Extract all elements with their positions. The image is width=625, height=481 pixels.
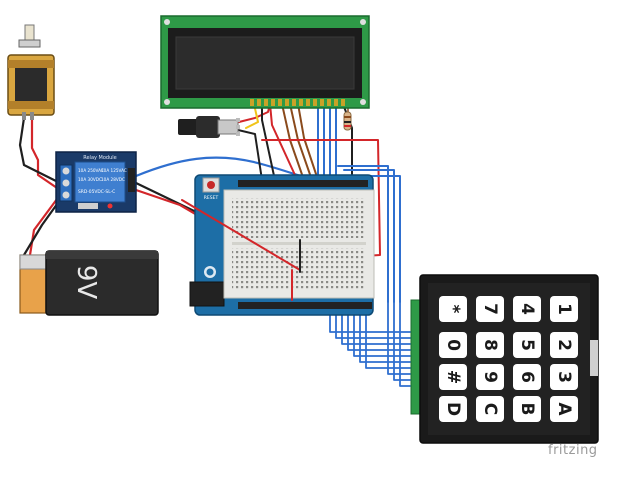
keypad-key-label: * <box>443 305 463 314</box>
keypad-key-label: 4 <box>517 303 537 315</box>
wires-over-board <box>181 199 301 301</box>
keypad-key-label: 9 <box>480 371 500 383</box>
keypad-key-label: C <box>480 403 500 415</box>
keypad-key <box>476 364 504 390</box>
keypad-key <box>513 332 541 358</box>
wire-relay-battery-black <box>22 198 62 257</box>
keypad-keys: 1 2 3A 4 5 6B 7 8 9C * 0 # D <box>439 296 578 422</box>
keypad-key <box>476 332 504 358</box>
keypad-key-label: 0 <box>443 339 463 351</box>
keypad-key-label: 2 <box>554 339 574 351</box>
keypad: 1 2 3A 4 5 6B 7 8 9C * 0 # D <box>410 274 599 444</box>
wire-pot-black <box>237 129 263 181</box>
keypad-key <box>550 332 578 358</box>
arduino-board: RESET <box>189 174 375 316</box>
keypad-key-label: D <box>443 402 463 416</box>
wire-relay-battery-red <box>28 193 62 257</box>
keypad-key-label: 1 <box>554 303 574 315</box>
keypad-key <box>439 364 467 390</box>
wire-lcd-brown-3 <box>297 103 321 187</box>
keypad-key-label: 8 <box>480 339 500 351</box>
relay-module: Relay Module 10A 250VAC 10A 125VAC 10A 3… <box>55 151 137 213</box>
keypad-key-label: B <box>517 403 537 416</box>
keypad-key <box>513 296 541 322</box>
potentiometer <box>178 116 240 138</box>
keypad-key <box>439 296 467 322</box>
relay-spec-1: 10A 250VAC <box>78 168 104 173</box>
keypad-key <box>550 364 578 390</box>
keypad-key-label: 5 <box>517 339 537 351</box>
relay-spec-3: 10A 30VDC <box>78 177 102 182</box>
wire-solenoid-black <box>18 116 62 185</box>
keypad-key <box>476 296 504 322</box>
resistor <box>343 111 352 131</box>
relay-title: Relay Module <box>83 155 117 161</box>
wire-blue-bus-2 <box>343 169 395 303</box>
wire-lcd-red-1 <box>269 103 301 187</box>
relay-spec-2: 10A 125VAC <box>101 168 127 173</box>
lcd-display <box>160 15 370 109</box>
arduino-reset-label: RESET <box>204 195 219 201</box>
keypad-key-label: # <box>443 370 463 384</box>
wire-solenoid-red <box>30 116 62 192</box>
lcd-pins <box>250 99 345 106</box>
keypad-key-label: 7 <box>480 303 500 315</box>
keypad-key <box>439 332 467 358</box>
solenoid <box>7 24 55 120</box>
keypad-key <box>513 364 541 390</box>
keypad-key <box>513 396 541 422</box>
keypad-key-label: 6 <box>517 371 537 383</box>
keypad-key <box>550 296 578 322</box>
keypad-key <box>439 396 467 422</box>
keypad-key <box>476 396 504 422</box>
keypad-key-label: A <box>554 402 574 416</box>
battery-9v: 9V <box>19 250 159 316</box>
wire-lcd-black-1 <box>261 103 277 186</box>
battery-label: 9V <box>71 265 101 300</box>
relay-part: SRD-05VDC-SL-C <box>78 189 115 195</box>
wire-blue-bus-1 <box>337 165 389 303</box>
fritzing-watermark: fritzing <box>548 443 598 458</box>
wire-lcd-yellow-1 <box>245 103 259 129</box>
keypad-key <box>550 396 578 422</box>
keypad-key-label: 3 <box>554 371 574 383</box>
relay-spec-4: 10A 28VDC <box>101 177 125 182</box>
